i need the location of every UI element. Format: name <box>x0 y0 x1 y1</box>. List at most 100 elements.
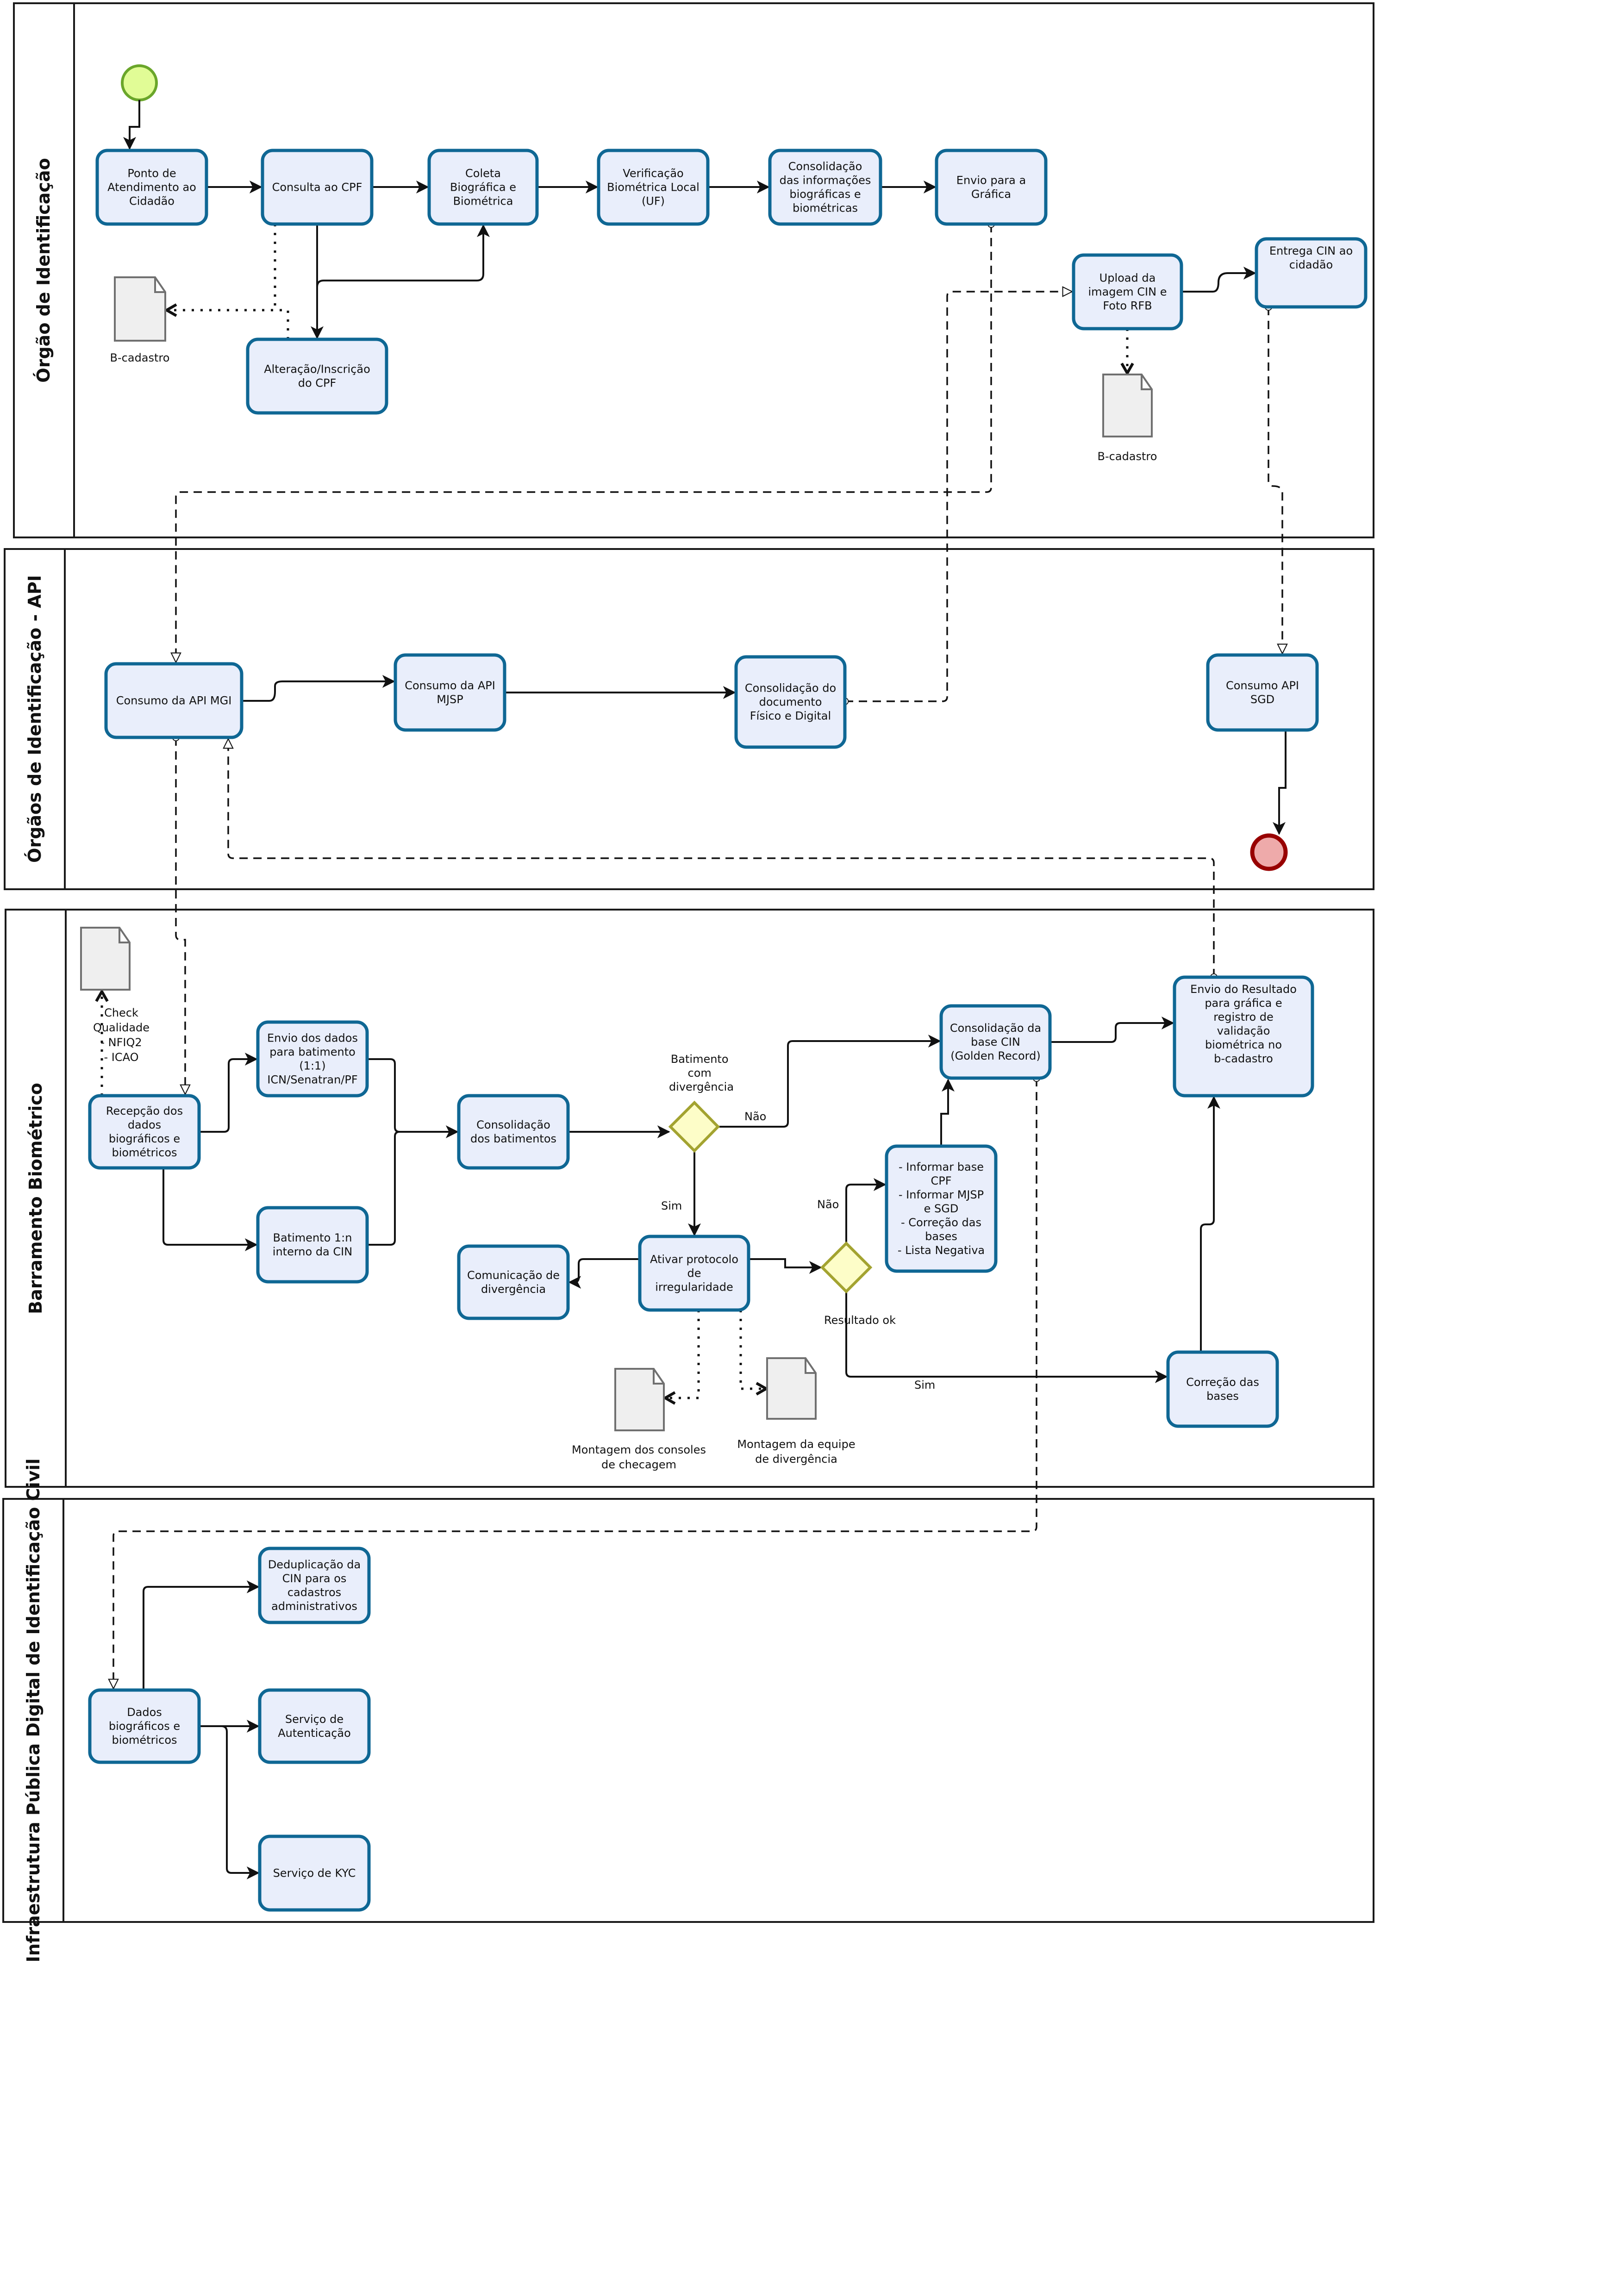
task-box[interactable] <box>88 1094 201 1170</box>
task-box[interactable] <box>768 149 882 226</box>
task-consumo-mgi[interactable]: Consumo da API MGI <box>104 662 244 739</box>
flow-batimento-consolidacao <box>367 1131 400 1246</box>
task-box[interactable] <box>256 1206 369 1284</box>
task-box[interactable] <box>1206 653 1319 732</box>
flow-alteracao-coleta <box>316 224 490 287</box>
task-box[interactable] <box>1072 253 1183 331</box>
flow-recepcao-envio <box>199 1053 258 1133</box>
task-box[interactable] <box>246 337 388 415</box>
task-box[interactable] <box>258 1834 371 1912</box>
document-icon <box>80 927 131 991</box>
assoc-consulta-bcadastro <box>167 224 276 310</box>
gateway-label-resultado: Resultado ok <box>824 1314 896 1327</box>
gateway-resultado[interactable] <box>820 1241 873 1294</box>
task-box[interactable] <box>95 149 208 226</box>
task-label: Consulta ao CPF <box>272 181 362 194</box>
task-box[interactable] <box>1173 975 1314 1098</box>
task-box[interactable] <box>258 1688 371 1764</box>
flow-gateway2-nao <box>845 1178 887 1242</box>
flow-sgd-end <box>1273 730 1287 835</box>
task-box[interactable] <box>597 149 710 226</box>
msg-envio-mgi <box>228 739 1214 977</box>
edge-label-sim: Sim <box>661 1199 682 1212</box>
task-label: Consumo da API MGI <box>116 694 232 707</box>
start-event[interactable] <box>121 64 158 101</box>
task-kyc[interactable]: Serviço de KYC <box>258 1834 371 1912</box>
task-box[interactable] <box>394 653 506 732</box>
task-box[interactable] <box>939 1004 1052 1080</box>
task-box[interactable] <box>256 1020 369 1098</box>
flow-ativar-gateway2 <box>749 1258 822 1274</box>
flow-dados-kyc <box>221 1725 260 1879</box>
task-box[interactable] <box>935 149 1048 226</box>
flow-start-ponto <box>123 100 140 150</box>
task-box[interactable] <box>1255 237 1368 309</box>
task-box[interactable] <box>457 1094 570 1170</box>
gateway-divergencia[interactable] <box>668 1100 720 1153</box>
document-icon <box>114 276 166 342</box>
document-icon <box>1102 374 1153 437</box>
task-box[interactable] <box>261 149 374 226</box>
document-icon <box>614 1368 665 1431</box>
flow-base-envio <box>1050 1017 1174 1043</box>
task-box[interactable] <box>1166 1350 1279 1428</box>
flow-ativar-comunicacao <box>568 1258 640 1289</box>
lane-title: Barramento Biométrico <box>25 1083 46 1314</box>
assoc-ativar-consoles <box>665 1310 700 1398</box>
task-box[interactable] <box>258 1547 371 1624</box>
task-box[interactable] <box>885 1144 998 1273</box>
task-box[interactable] <box>88 1688 201 1764</box>
end-event[interactable] <box>1250 833 1288 871</box>
task-consulta-cpf[interactable]: Consulta ao CPF <box>261 149 374 226</box>
task-box[interactable] <box>638 1235 750 1312</box>
task-box[interactable] <box>457 1244 570 1320</box>
document-bcadastro1[interactable]: B-cadastro <box>110 276 170 364</box>
flow-envio-consolidacao <box>367 1058 459 1138</box>
task-label: Serviço de KYC <box>273 1867 356 1880</box>
task-box[interactable] <box>104 662 244 739</box>
task-box[interactable] <box>734 655 847 749</box>
task-box[interactable] <box>427 149 539 226</box>
document-bcadastro2[interactable]: B-cadastro <box>1098 374 1157 463</box>
document-label: B-cadastro <box>110 351 170 364</box>
